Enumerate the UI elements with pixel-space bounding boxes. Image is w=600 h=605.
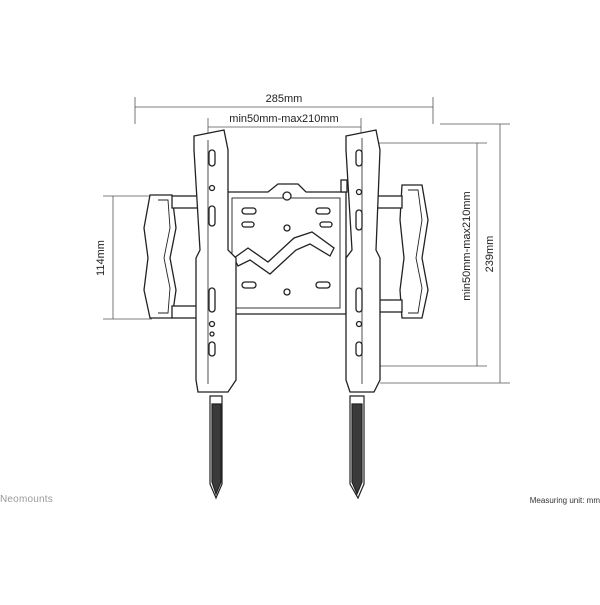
dimension-labels: 285mm min50mm-max210mm 114mm min50mm-max… <box>95 93 496 301</box>
plate-slot <box>315 207 331 215</box>
overall-width-label: 285mm <box>266 93 303 105</box>
left-wall-bumper <box>143 194 177 319</box>
wall-plate <box>143 183 429 319</box>
plate-slot <box>241 221 255 228</box>
measuring-unit-note: Measuring unit: mm <box>529 496 600 505</box>
left-safety-strap <box>211 403 222 496</box>
arm-slot <box>208 149 216 167</box>
safety-straps <box>209 395 365 500</box>
dimension-lines <box>103 97 510 384</box>
arm-hole <box>209 331 215 337</box>
right-wall-bumper <box>399 184 429 319</box>
plate-hole <box>283 224 291 232</box>
plate-slot <box>241 207 257 215</box>
arm-lock-tab <box>340 179 348 193</box>
arm-hole <box>208 184 216 192</box>
arm-slot <box>208 287 216 313</box>
plate-slot <box>315 281 331 289</box>
left-vertical-arm <box>193 129 237 393</box>
right-arm-body <box>345 129 381 393</box>
plate-slot <box>319 221 333 228</box>
arm-slot <box>355 149 363 167</box>
plate-hole <box>283 288 291 296</box>
arm-slot <box>208 205 216 227</box>
hole-spacing-horizontal-label: min50mm-max210mm <box>229 113 338 125</box>
brand-logo-text: Neomounts <box>0 494 53 505</box>
overall-height-label: 239mm <box>484 236 496 273</box>
arm-slot <box>355 209 363 231</box>
arm-slot <box>208 341 216 357</box>
left-arm-body <box>193 129 237 393</box>
plate-v-cutout <box>233 231 335 275</box>
right-safety-strap <box>351 403 363 496</box>
arm-slot <box>355 287 363 313</box>
plate-height-label: 114mm <box>95 240 107 276</box>
arm-hole <box>208 320 216 328</box>
right-vertical-arm <box>340 129 381 393</box>
plate-center-hole <box>282 191 292 201</box>
arm-slot <box>355 341 363 357</box>
hole-spacing-vertical-label: min50mm-max210mm <box>461 191 473 300</box>
arm-hole <box>355 320 363 328</box>
plate-slot <box>241 281 257 289</box>
arm-hole <box>355 188 363 196</box>
